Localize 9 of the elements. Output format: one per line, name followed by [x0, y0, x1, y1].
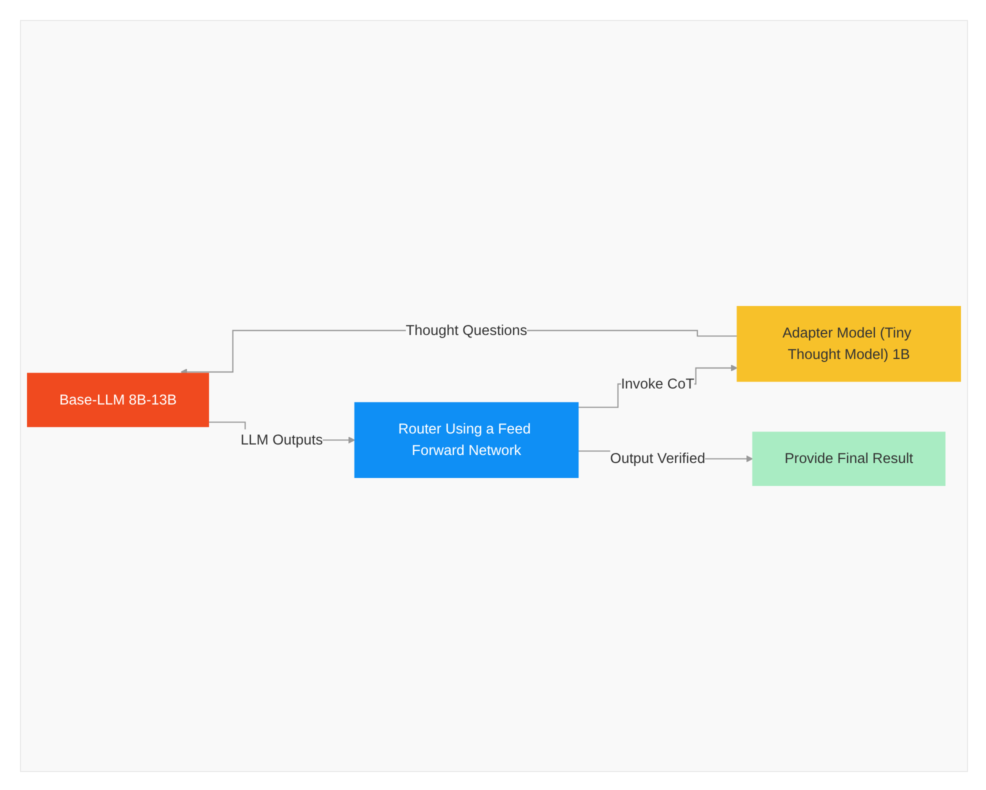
edge-label: Output Verified [610, 450, 706, 466]
edge-label: Thought Questions [406, 322, 528, 338]
arrow [578, 364, 738, 408]
node-box: Router Using a Feed Forward Network [354, 402, 579, 478]
node-box: Provide Final Result [752, 432, 946, 486]
node-box: Adapter Model (Tiny Thought Model) 1B [736, 306, 961, 382]
edge-label: Invoke CoT [620, 376, 694, 392]
node-box: Base-LLM 8B-13B [27, 372, 210, 428]
edge-label: LLM Outputs [240, 432, 323, 448]
